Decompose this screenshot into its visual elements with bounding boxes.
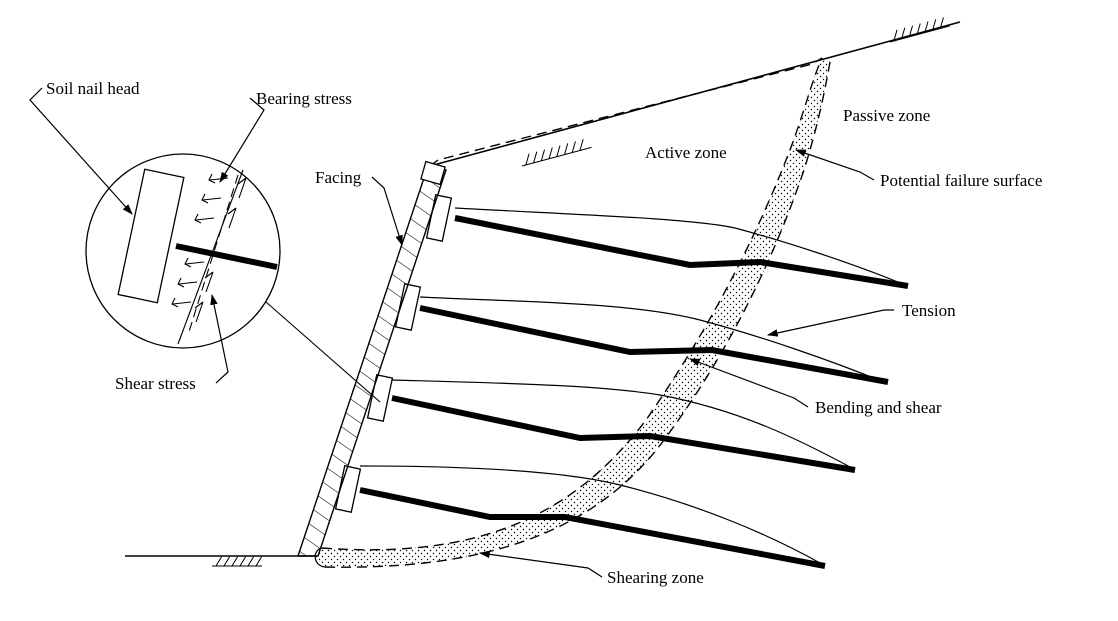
- leader-potential-failure-surface: [794, 149, 875, 181]
- soil-hatch-bottom: [212, 555, 263, 567]
- tension-line-2: [419, 296, 887, 384]
- soil-hatch-marks: [212, 17, 951, 567]
- tension-line-4: [359, 465, 821, 564]
- tension-line-1: [454, 207, 906, 286]
- tension-line-3: [391, 379, 853, 469]
- leader-bearing-stress: [219, 97, 265, 183]
- soil-nail-detail-circle: [85, 153, 381, 403]
- label-shear-stress: Shear stress: [115, 374, 196, 393]
- leader-tension: [766, 309, 894, 337]
- bearing-stress-arrows: [171, 173, 229, 308]
- failure-surface-inner-dashed: [321, 57, 823, 551]
- soil-nail-3: [391, 395, 856, 473]
- label-soil-nail-head: Soil nail head: [46, 79, 140, 98]
- detail-leader-to-nail: [265, 301, 381, 403]
- leader-shear-stress: [210, 293, 229, 384]
- leader-bending-and-shear: [688, 358, 809, 408]
- label-potential-failure-surface: Potential failure surface: [880, 171, 1042, 190]
- original-slope-dashed: [429, 57, 823, 167]
- detail-nail-bar: [175, 243, 278, 270]
- detail-soil-interface: [177, 169, 244, 345]
- label-shearing-zone: Shearing zone: [607, 568, 704, 587]
- leaders: [29, 87, 894, 578]
- detail-circle-outline: [85, 153, 281, 349]
- ground: [125, 21, 961, 557]
- label-tension: Tension: [902, 301, 956, 320]
- shearing-zone-fill: [315, 58, 830, 568]
- soil-hatch-top: [889, 17, 951, 43]
- label-bending-and-shear: Bending and shear: [815, 398, 942, 417]
- leader-soil-nail-head: [29, 87, 133, 215]
- label-passive-zone: Passive zone: [843, 106, 930, 125]
- label-bearing-stress: Bearing stress: [256, 89, 352, 108]
- soil-nail-1: [454, 215, 909, 289]
- nail-head-3: [366, 374, 394, 422]
- soil-hatch-mid: [521, 139, 592, 167]
- label-active-zone: Active zone: [645, 143, 727, 162]
- label-facing: Facing: [315, 168, 362, 187]
- soil-nail-4: [359, 487, 826, 569]
- facing-wall: [297, 160, 447, 557]
- soil-nail-2: [419, 305, 889, 385]
- leader-facing: [371, 176, 403, 247]
- facing-cap: [420, 160, 446, 186]
- detail-nail-head: [117, 168, 185, 304]
- leader-shearing-zone: [478, 550, 603, 578]
- shear-stress-arrows: [194, 177, 247, 323]
- soil-nails: [334, 194, 909, 569]
- labels: Soil nail head Bearing stress Shear stre…: [46, 79, 1042, 587]
- facing-hatched: [297, 165, 447, 557]
